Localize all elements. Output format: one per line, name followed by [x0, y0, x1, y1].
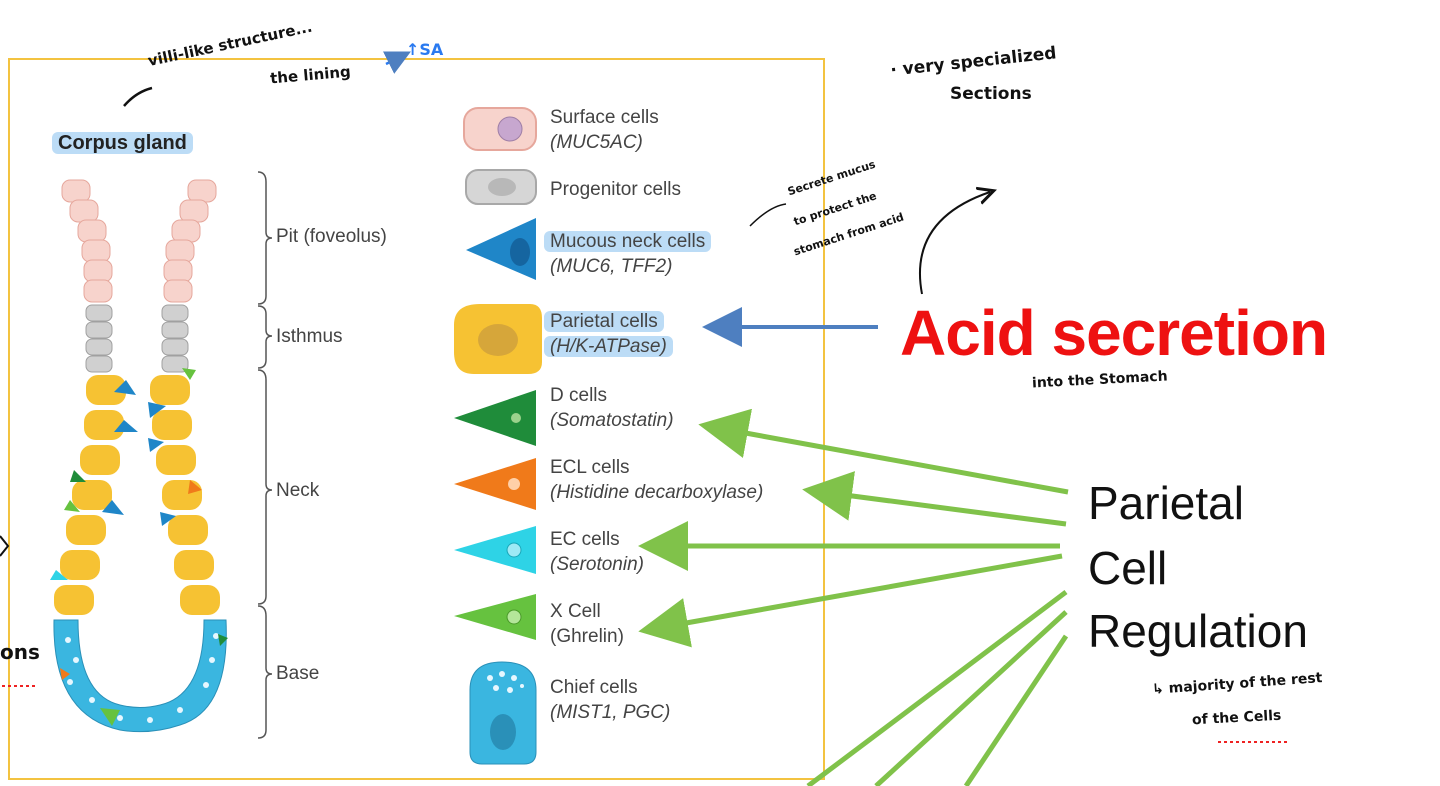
cell-marker: (H/K-ATPase): [544, 336, 673, 357]
cell-marker: (Somatostatin): [550, 410, 674, 431]
cell-name: Progenitor cells: [550, 179, 681, 200]
ec-cell-icon: [454, 526, 536, 574]
d-cell-icon: [454, 390, 536, 446]
region-base: Base: [276, 663, 320, 684]
region-brackets: [257, 171, 273, 739]
note-sa: ↑SA: [406, 40, 444, 59]
cell-name: Chief cells: [550, 677, 638, 698]
parietal-cell-icon: [454, 304, 542, 374]
legend-mucous-neck-cells: Mucous neck cells (MUC6, TFF2): [544, 231, 712, 277]
mucous-neck-cell-icon: [466, 218, 536, 280]
region-pit: Pit (foveolus): [276, 226, 387, 247]
legend-surface-cells: Surface cells (MUC5AC): [550, 108, 659, 152]
cell-marker: (Ghrelin): [550, 626, 624, 647]
cell-name: X Cell: [550, 601, 601, 622]
surface-cells-right: [163, 179, 217, 303]
handwritten-stroke-villi: [123, 86, 153, 107]
legend-ec-cells: EC cells (Serotonin): [550, 530, 644, 574]
cell-legend-icons: [454, 107, 542, 765]
regulation-line-3: Regulation: [1088, 605, 1308, 657]
cell-marker: (MUC6, TFF2): [550, 256, 673, 277]
regulation-line-2: Cell: [1088, 542, 1168, 594]
cell-marker: (Serotonin): [550, 554, 644, 575]
handwritten-arrow-sa: [382, 51, 411, 74]
diagram-frame: [8, 58, 825, 780]
cell-name: ECL cells: [550, 457, 630, 478]
ecl-cell-icon: [454, 458, 536, 510]
surface-cell-icon: [463, 107, 537, 151]
left-edge-chevron: [0, 535, 10, 557]
x-cell-icon: [454, 594, 536, 640]
cell-name: Mucous neck cells: [544, 231, 712, 252]
legend-d-cells: D cells (Somatostatin): [550, 386, 674, 430]
cell-name: Surface cells: [550, 107, 659, 128]
gland-title: Corpus gland: [52, 132, 193, 155]
regulation-line-1: Parietal: [1088, 477, 1244, 529]
region-neck: Neck: [276, 480, 320, 501]
legend-x-cell: X Cell (Ghrelin): [550, 602, 624, 646]
note-specialized-2: Sections: [950, 84, 1032, 104]
note-left-edge: ons: [0, 640, 40, 664]
neck-cells-gland: [50, 368, 220, 615]
legend-parietal-cells: Parietal cells (H/K-ATPase): [544, 311, 673, 357]
cell-name: D cells: [550, 385, 608, 406]
cell-name: EC cells: [550, 529, 620, 550]
acid-secretion-heading: Acid secretion: [900, 297, 1328, 369]
base-cells-gland: [53, 619, 228, 733]
cell-name: Parietal cells: [544, 311, 664, 332]
cell-marker: (MIST1, PGC): [550, 702, 671, 723]
progenitor-cell-icon: [465, 169, 537, 205]
legend-progenitor-cells: Progenitor cells: [550, 180, 681, 199]
handwritten-arrow-up: [918, 192, 990, 295]
regulation-arrows: [638, 408, 1069, 786]
progenitor-cells-gland: [85, 304, 189, 373]
cell-marker: (MUC5AC): [550, 132, 643, 153]
surface-cells-left: [61, 179, 113, 303]
cell-marker: (Histidine decarboxylase): [550, 482, 764, 503]
corpus-gland-illustration: [50, 171, 273, 739]
handwritten-stroke-mucus: [749, 203, 787, 227]
chief-cell-icon: [469, 661, 537, 765]
region-isthmus: Isthmus: [276, 326, 343, 347]
legend-ecl-cells: ECL cells (Histidine decarboxylase): [550, 458, 763, 502]
legend-chief-cells: Chief cells (MIST1, PGC): [550, 678, 670, 722]
